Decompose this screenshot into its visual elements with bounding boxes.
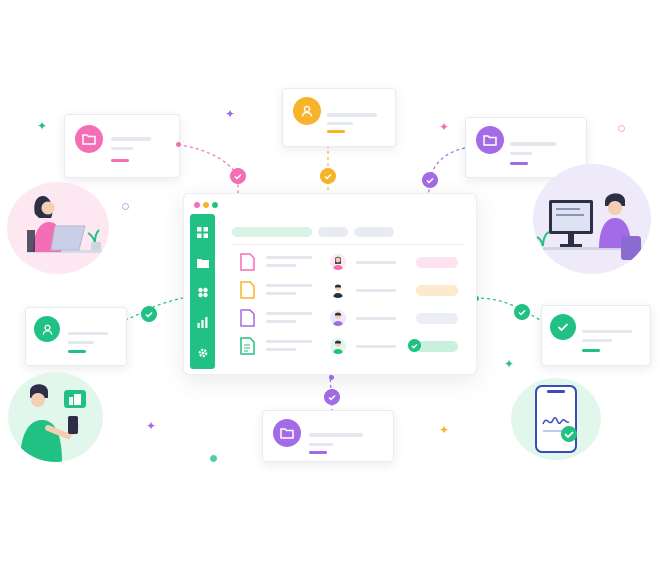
card-folder-purple[interactable]	[465, 117, 587, 178]
avatar	[330, 254, 346, 270]
status-pill	[416, 313, 458, 324]
check-icon	[324, 389, 340, 405]
table-row[interactable]	[232, 280, 458, 302]
grid-icon[interactable]	[196, 226, 209, 239]
status-pill	[416, 285, 458, 296]
folder-icon	[75, 125, 103, 153]
card-folder-pink[interactable]	[64, 114, 180, 178]
sidebar	[190, 214, 215, 369]
table-row[interactable]	[232, 336, 458, 358]
check-icon	[141, 306, 157, 322]
table-row[interactable]	[232, 252, 458, 274]
dashboard-window	[183, 193, 477, 375]
chart-icon[interactable]	[196, 316, 209, 329]
status-pill	[416, 257, 458, 268]
woman-laptop-illustration	[7, 182, 109, 274]
users-icon[interactable]	[196, 286, 209, 299]
man-phone-illustration	[8, 372, 103, 462]
card-folder-bottom[interactable]	[262, 410, 394, 462]
document-icon	[240, 309, 255, 327]
document-icon	[240, 281, 255, 299]
folder-icon	[476, 126, 504, 154]
card-user-green[interactable]	[25, 307, 127, 366]
avatar	[330, 310, 346, 326]
table-row[interactable]	[232, 308, 458, 330]
man-computer-illustration	[533, 164, 651, 274]
card-user-orange[interactable]	[282, 88, 396, 147]
check-icon	[230, 168, 246, 184]
avatar	[330, 338, 346, 354]
check-icon	[422, 172, 438, 188]
user-icon	[293, 97, 321, 125]
phone-signature-illustration	[511, 378, 601, 460]
gear-icon[interactable]	[196, 346, 209, 359]
check-icon	[408, 339, 421, 352]
folder-icon	[273, 419, 301, 447]
user-icon	[34, 316, 60, 342]
folder-icon[interactable]	[196, 256, 209, 269]
avatar	[330, 282, 346, 298]
document-icon	[240, 253, 255, 271]
check-icon	[550, 314, 576, 340]
check-icon	[514, 304, 530, 320]
status-pill	[416, 341, 458, 352]
document-icon	[240, 337, 255, 355]
check-icon	[320, 168, 336, 184]
card-check-green[interactable]	[541, 305, 651, 366]
